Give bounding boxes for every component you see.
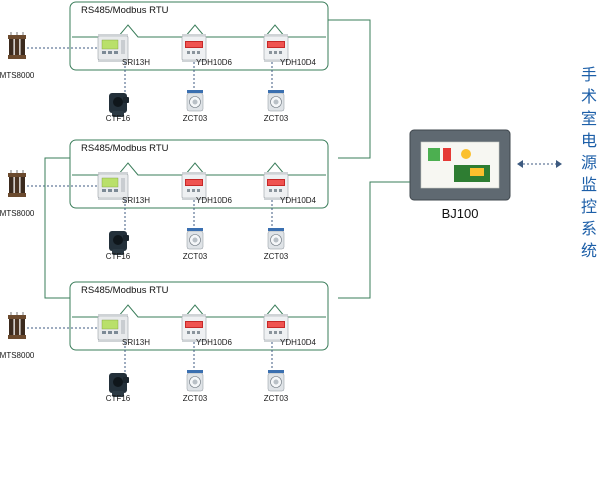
ydh10d6-label: YDH10D6 [196,338,233,347]
system-title-char: 室 [581,109,597,128]
bus-label: RS485/Modbus RTU [81,285,169,296]
system-title-char: 手 [581,65,597,84]
screen-block-icon [443,148,451,161]
system-title-char: 统 [581,241,597,260]
group3-to-panel-line [338,181,410,299]
zct03-sensor-icon [267,227,285,250]
transformer-icon [8,170,26,197]
zct03-sensor-icon [186,89,204,112]
sri13h-label: SRI13H [122,338,150,347]
system-title-char: 术 [581,87,597,106]
zct03-label: ZCT03 [183,252,208,261]
zct03-label: ZCT03 [264,114,289,123]
zct03-sensor-icon [186,227,204,250]
ydh10d6-label: YDH10D6 [196,58,233,67]
system-title-char: 控 [581,197,597,216]
zct03-label: ZCT03 [183,394,208,403]
zct03-label: ZCT03 [183,114,208,123]
screen-indicator-icon [461,149,471,159]
transformer-label: MTS8000 [0,209,35,218]
ydh10d6-label: YDH10D6 [196,196,233,205]
system-title-char: 源 [581,153,597,172]
zct03-label: ZCT03 [264,252,289,261]
transformer-icon [8,312,26,339]
ydh10d4-label: YDH10D4 [280,58,317,67]
zct03-sensor-icon [186,369,204,392]
zct03-sensor-icon [267,369,285,392]
bj100-panel: BJ100 [409,129,562,221]
screen-block-icon [428,148,440,161]
bus-label: RS485/Modbus RTU [81,5,169,16]
sri13h-label: SRI13H [122,58,150,67]
ydh10d4-label: YDH10D4 [280,196,317,205]
group1-to-group2-line [328,19,371,159]
system-title-char: 电 [581,131,597,150]
bus-label: RS485/Modbus RTU [81,143,169,154]
sri13h-label: SRI13H [122,196,150,205]
system-title-char: 监 [581,175,597,194]
ydh10d4-label: YDH10D4 [280,338,317,347]
transformer-label: MTS8000 [0,351,35,360]
bus-frame [69,139,329,209]
device-group-3: RS485/Modbus RTU MTS8000 SRI13H YDH10D6 YDH1… [0,281,329,403]
transformer-icon [8,32,26,59]
rs485-bus-line [72,24,326,38]
system-title-char: 系 [581,219,597,238]
panel-label: BJ100 [442,206,479,221]
rs485-bus-line [72,162,326,176]
bidirectional-arrow-icon [517,160,562,168]
bus-frame [69,281,329,351]
group2-to-group3-line [44,157,70,299]
ctf16-label: CTF16 [106,252,131,261]
transformer-label: MTS8000 [0,71,35,80]
ctf16-label: CTF16 [106,394,131,403]
screen-block-icon [470,168,484,176]
zct03-sensor-icon [267,89,285,112]
rs485-bus-line [72,304,326,318]
ctf16-label: CTF16 [106,114,131,123]
inter-group-wiring [44,19,410,299]
zct03-label: ZCT03 [264,394,289,403]
device-group-2: RS485/Modbus RTU MTS8000 SRI13H YDH10D6 YDH1… [0,139,329,261]
bus-frame [69,1,329,71]
device-group-1: RS485/Modbus RTU MTS8000 SRI13H YDH10D6 YDH1… [0,1,329,123]
